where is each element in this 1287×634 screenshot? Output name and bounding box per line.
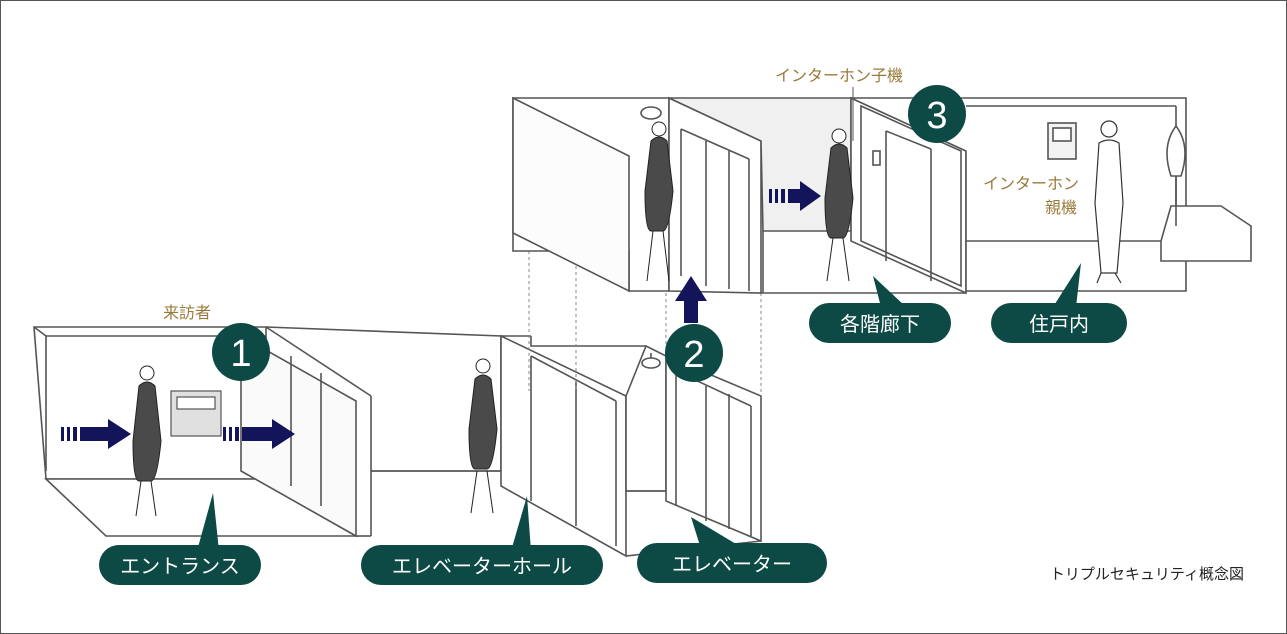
callout-corridor: 各階廊下 [809,276,951,343]
svg-text:3: 3 [926,95,947,137]
arrow-entrance-in [61,419,131,449]
intercom-main-annotation-line2: 親機 [1045,199,1077,217]
svg-text:エレベーター: エレベーター [672,553,792,576]
person-elevator-hall [468,358,498,514]
person-corridor [824,128,854,282]
callout-elevator: エレベーター [637,517,827,583]
svg-text:エレベーターホール: エレベーターホール [392,555,572,578]
svg-text:住戸内: 住戸内 [1029,313,1089,336]
diagram-caption: トリプルセキュリティ概念図 [1050,565,1244,583]
arrow-corridor [769,181,821,211]
arrow-entrance-through [223,419,295,449]
intercom-sub-annotation: インターホン子機 [775,67,903,85]
step-badge-3: 3 [908,85,966,143]
person-upper-elevator [644,121,674,282]
elevator-car [530,336,762,557]
keypad-panel [170,390,222,437]
step-badge-1: 1 [212,323,270,381]
svg-text:1: 1 [230,333,251,375]
callout-entrance: エントランス [99,493,261,585]
person-entrance [132,365,162,517]
upper-elevator [512,96,762,294]
person-resident [1094,120,1124,284]
callout-elevator-hall: エレベーターホール [361,496,603,585]
svg-text:2: 2 [683,334,704,376]
guide-lines [528,251,762,393]
intercom-main-annotation-line1: インターホン [983,175,1079,193]
callout-apartment: 住戸内 [991,263,1127,343]
visitor-annotation: 来訪者 [163,304,211,322]
svg-text:エントランス: エントランス [120,556,240,578]
elevator-hall [265,326,627,558]
svg-text:各階廊下: 各階廊下 [840,313,920,336]
arrow-up-elevator [675,276,707,323]
step-badge-2: 2 [665,324,723,382]
